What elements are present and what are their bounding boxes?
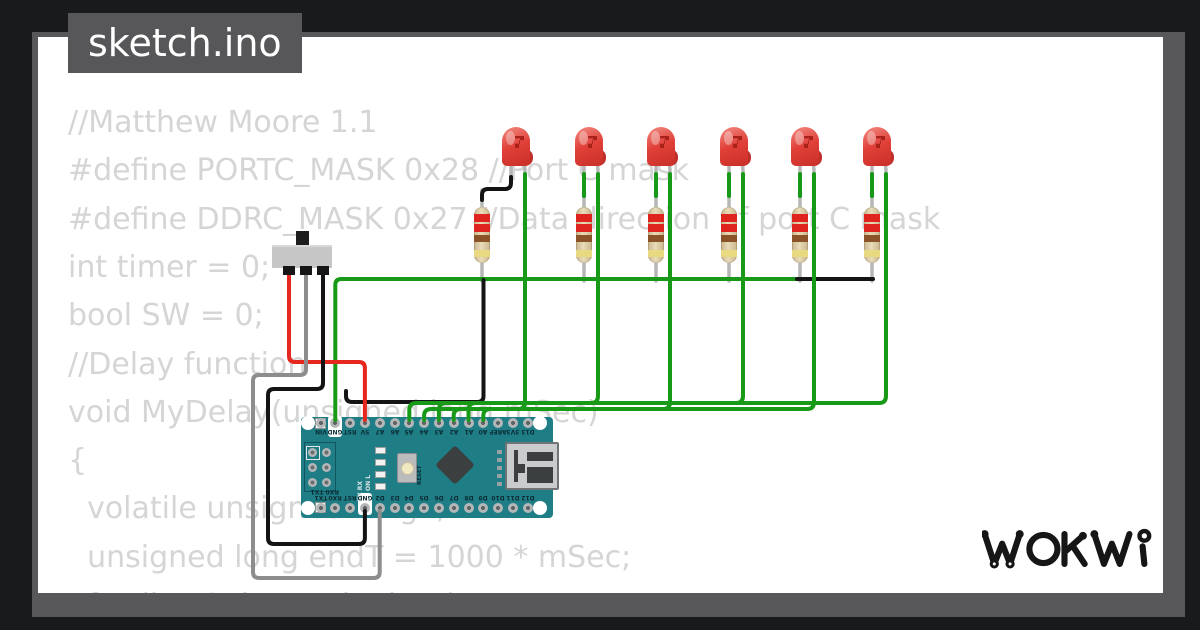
pin-rst[interactable]	[345, 503, 356, 513]
smd-led	[375, 483, 386, 490]
pin-d10[interactable]	[493, 503, 504, 513]
smd-led	[375, 459, 386, 466]
file-tab[interactable]: sketch.ino	[68, 13, 302, 73]
pin-3v3[interactable]	[507, 418, 518, 428]
led-red[interactable]	[789, 126, 823, 174]
pin-d4[interactable]	[404, 503, 415, 513]
pin-a7[interactable]	[374, 418, 385, 428]
pin-a4[interactable]	[419, 418, 430, 428]
reset-button[interactable]	[397, 453, 417, 483]
code-line: //Delay function	[68, 346, 307, 382]
led-red[interactable]	[573, 126, 607, 174]
code-line: unsigned long endT = 1000 * mSec;	[68, 539, 632, 575]
editor-canvas: //Matthew Moore 1.1#define PORTC_MASK 0x…	[38, 37, 1163, 593]
pin-d9[interactable]	[478, 503, 489, 513]
code-line: for (i = 0; i < endT; i++)	[68, 589, 458, 594]
pin-d2[interactable]	[374, 503, 385, 513]
silk-on-l: ON L	[365, 474, 372, 491]
pin-a0[interactable]	[478, 418, 489, 428]
resistor-220[interactable]	[474, 207, 490, 263]
pin-d3[interactable]	[389, 503, 400, 513]
pin-d8[interactable]	[463, 503, 474, 513]
pin-label: D13	[521, 428, 535, 435]
usb-connector	[505, 442, 559, 490]
code-line: bool SW = 0;	[68, 298, 264, 334]
resistor-220[interactable]	[576, 207, 592, 263]
wokwi-logo-text: WOKWI	[0, 0, 1, 1]
mcu-chip	[435, 445, 475, 485]
resistor-220[interactable]	[792, 207, 808, 263]
pin-d11[interactable]	[507, 503, 518, 513]
pin-label: D12	[521, 494, 535, 501]
smd-led	[375, 447, 386, 454]
mounting-hole	[533, 501, 547, 515]
pin-d5[interactable]	[419, 503, 430, 513]
pin-tx1[interactable]	[315, 503, 326, 513]
wokwi-logo	[982, 528, 1152, 569]
led-red[interactable]	[861, 126, 895, 174]
resistor-220[interactable]	[864, 207, 880, 263]
pin-aref[interactable]	[493, 418, 504, 428]
led-red[interactable]	[500, 126, 534, 174]
pin-a2[interactable]	[448, 418, 459, 428]
pin-rst[interactable]	[345, 418, 356, 428]
pin-5v[interactable]	[359, 418, 370, 428]
pin-a5[interactable]	[404, 418, 415, 428]
resistor-220[interactable]	[721, 207, 737, 263]
silk-reset: RESET	[417, 465, 423, 485]
led-red[interactable]	[718, 126, 752, 174]
pin-rx0[interactable]	[330, 503, 341, 513]
pin-a6[interactable]	[389, 418, 400, 428]
resistor-220[interactable]	[648, 207, 664, 263]
icsp-header	[304, 442, 336, 492]
code-line: //Matthew Moore 1.1	[68, 105, 378, 140]
smd-led	[375, 471, 386, 478]
pin-vin[interactable]	[315, 418, 326, 428]
code-line: int timer = 0;	[68, 249, 271, 285]
code-line: {	[68, 443, 88, 479]
switch-knob[interactable]	[296, 231, 309, 247]
code-line: #define DDRC_MASK 0x27 //Data direction …	[68, 201, 941, 237]
led-red[interactable]	[645, 126, 679, 174]
pin-a1[interactable]	[463, 418, 474, 428]
pin-a3[interactable]	[433, 418, 444, 428]
pin-gnd[interactable]	[359, 503, 370, 513]
pin-d6[interactable]	[433, 503, 444, 513]
mounting-hole	[301, 501, 315, 515]
pin-d12[interactable]	[522, 503, 533, 513]
pin-d13[interactable]	[522, 418, 533, 428]
pin-d7[interactable]	[448, 503, 459, 513]
file-tab-label: sketch.ino	[88, 21, 282, 65]
